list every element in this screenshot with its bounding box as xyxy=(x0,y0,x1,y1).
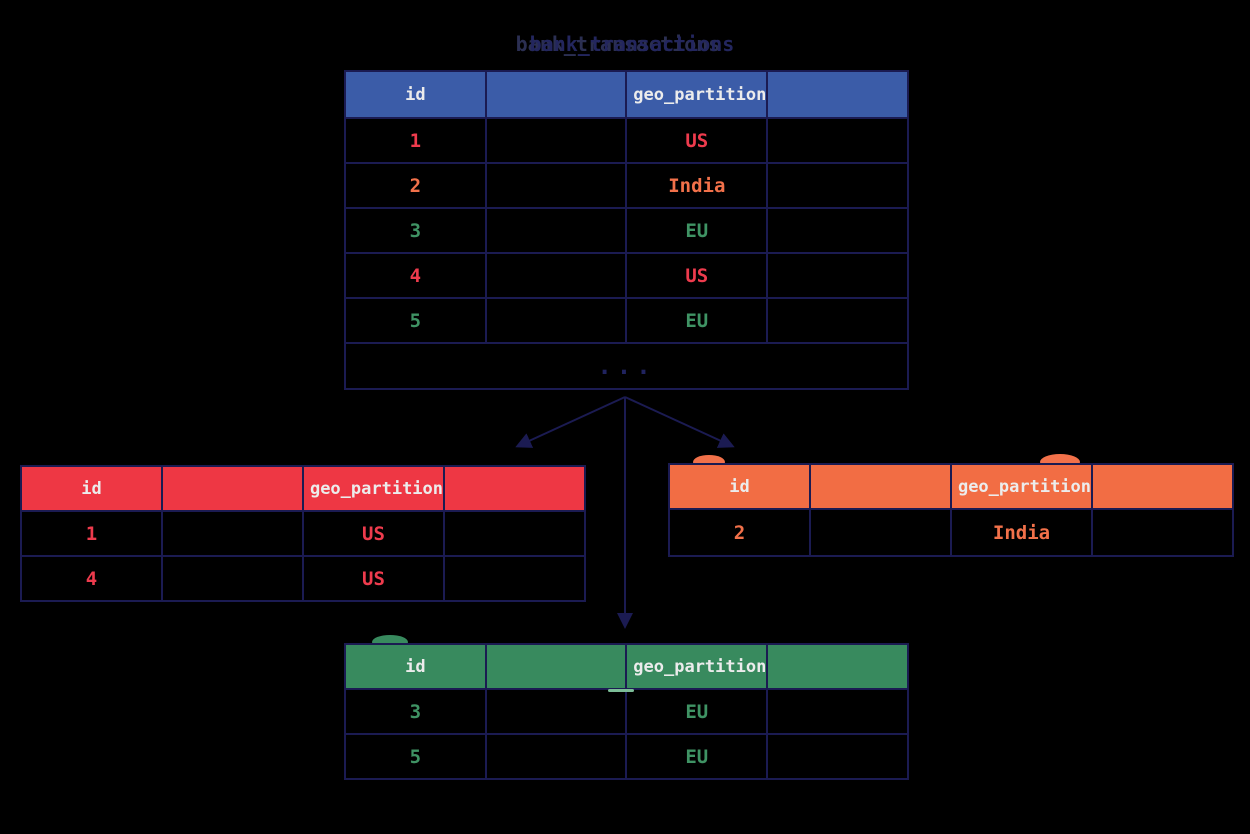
india-table-cell-blank xyxy=(1093,510,1232,555)
main-table-cell-blank xyxy=(768,164,907,207)
main-table-cell-id: 4 xyxy=(346,254,485,297)
main-table-cell-blank xyxy=(768,119,907,162)
arrow-to-us-table xyxy=(515,396,626,448)
india-table-header-blank-2 xyxy=(1093,465,1232,508)
eu-table-cell-id: 3 xyxy=(346,690,485,733)
us-table-cell-geo: US xyxy=(303,512,444,555)
main-table-cell-id: 5 xyxy=(346,299,485,342)
arrow-to-india-table xyxy=(624,396,735,448)
main-table-cell-geo: US xyxy=(627,254,767,297)
us-table-header-blank-2 xyxy=(445,467,584,510)
main-table-cell-geo: EU xyxy=(627,299,767,342)
diagram-title-ghost-text: bank_transactions xyxy=(515,32,721,56)
main-table-cell-geo: India xyxy=(627,164,767,207)
us-table-header-geo-partition: geo_partition xyxy=(303,467,444,510)
india-table-header-id: id xyxy=(670,465,809,508)
main-table-ellipsis-row: ... xyxy=(346,344,907,388)
india-partition-table: id geo_partition 2 India xyxy=(668,463,1234,557)
diagram-title-text: bank_transactions xyxy=(529,32,735,56)
us-table-header-id: id xyxy=(22,467,161,510)
us-table-cell-geo: US xyxy=(303,557,444,600)
us-table-cell-id: 1 xyxy=(22,512,161,555)
main-table-header-id: id xyxy=(346,72,485,117)
us-table-cell-blank xyxy=(162,557,302,600)
diagram-title: bank_transactions bank_transactions xyxy=(345,32,905,60)
eu-partition-table: id geo_partition 3 EU 5 EU xyxy=(344,643,909,780)
peeking-icon-fragment-green-dash xyxy=(608,689,634,692)
india-table-header-blank-1 xyxy=(810,465,950,508)
india-table-cell-id: 2 xyxy=(670,510,809,555)
eu-table-cell-blank xyxy=(486,735,626,778)
main-table-header-blank-2 xyxy=(768,72,907,117)
india-table-cell-blank xyxy=(810,510,950,555)
eu-table-header-blank-1 xyxy=(486,645,626,688)
main-table-cell-geo: US xyxy=(627,119,767,162)
main-table-cell-id: 1 xyxy=(346,119,485,162)
main-table-cell-blank xyxy=(768,254,907,297)
eu-table-header-geo-partition: geo_partition xyxy=(627,645,767,688)
main-table-cell-blank xyxy=(486,119,626,162)
main-table-header-blank-1 xyxy=(486,72,626,117)
main-table-cell-id: 2 xyxy=(346,164,485,207)
main-table: id geo_partition 1 US 2 India 3 EU 4 US … xyxy=(344,70,909,390)
eu-table-cell-blank xyxy=(768,735,907,778)
us-table-cell-blank xyxy=(445,512,584,555)
main-table-cell-blank xyxy=(768,209,907,252)
main-table-cell-blank xyxy=(486,299,626,342)
main-table-cell-blank xyxy=(486,209,626,252)
india-table-header-geo-partition: geo_partition xyxy=(951,465,1092,508)
us-partition-table: id geo_partition 1 US 4 US xyxy=(20,465,586,602)
us-table-cell-blank xyxy=(162,512,302,555)
main-table-header-geo-partition: geo_partition xyxy=(627,72,767,117)
eu-table-cell-blank xyxy=(768,690,907,733)
eu-table-cell-geo: EU xyxy=(627,690,767,733)
main-table-cell-id: 3 xyxy=(346,209,485,252)
us-table-header-blank-1 xyxy=(162,467,302,510)
main-table-cell-blank xyxy=(486,254,626,297)
us-table-cell-id: 4 xyxy=(22,557,161,600)
eu-table-cell-geo: EU xyxy=(627,735,767,778)
eu-table-header-id: id xyxy=(346,645,485,688)
india-table-cell-geo: India xyxy=(951,510,1092,555)
main-table-cell-geo: EU xyxy=(627,209,767,252)
eu-table-cell-id: 5 xyxy=(346,735,485,778)
us-table-cell-blank xyxy=(445,557,584,600)
main-table-cell-blank xyxy=(486,164,626,207)
main-table-cell-blank xyxy=(768,299,907,342)
eu-table-header-blank-2 xyxy=(768,645,907,688)
eu-table-cell-blank xyxy=(486,690,626,733)
